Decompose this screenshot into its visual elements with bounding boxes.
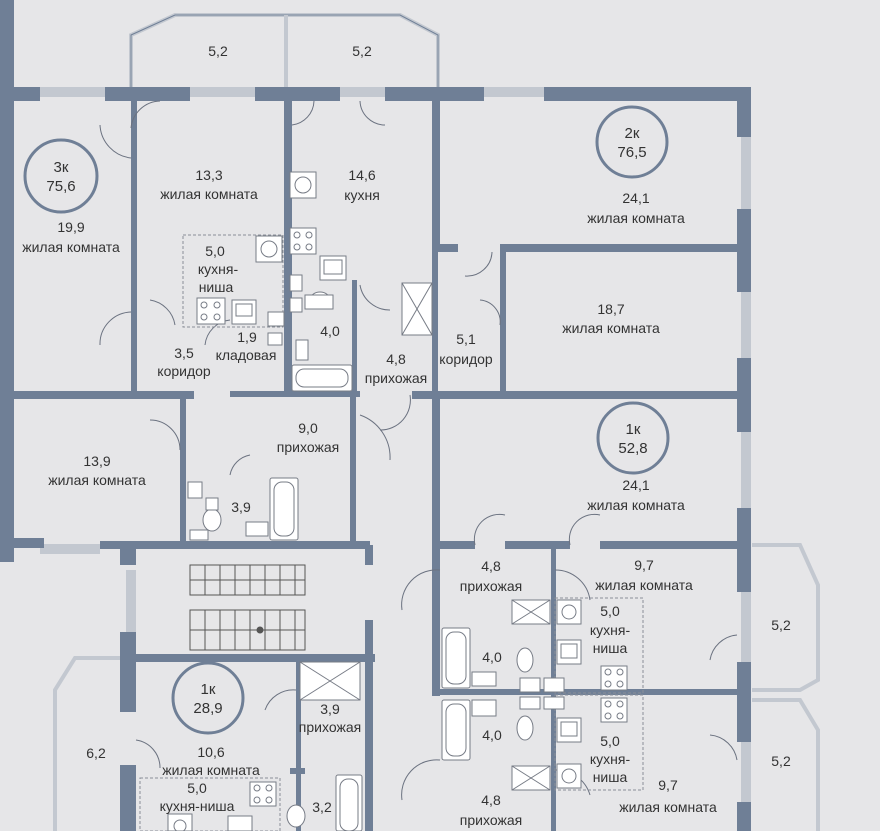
room-1k-living-small-name: жилая комната [595, 577, 693, 593]
badge-1k-bottom-area: 28,9 [193, 700, 222, 717]
balcony-right-area: 5,2 [352, 43, 372, 59]
room-3k-living-low-name: жилая комната [48, 472, 146, 488]
apartment-badge-1k-bottom: 1к 28,9 [171, 661, 245, 735]
room-2k-living-top-name: жилая комната [587, 210, 685, 226]
kitchen-niche-outlines [139, 234, 644, 831]
room-3k-corridor-name: коридор [157, 363, 211, 379]
room-kitchen-niche-low-name: кухня- [590, 751, 631, 767]
room-3k-storage-name: кладовая [216, 347, 277, 363]
room-3k-living-big-area: 19,9 [57, 219, 84, 235]
room-1k-kitchen-niche-name2: ниша [593, 640, 628, 656]
fixtures [167, 171, 628, 831]
balcony-right-mid-area: 5,2 [771, 617, 791, 633]
badge-2k-area: 76,5 [617, 144, 646, 161]
room-1k-bottom-hall-name: прихожая [299, 719, 361, 735]
balcony-right-low-area: 5,2 [771, 753, 791, 769]
room-2k-corridor-name: коридор [439, 351, 493, 367]
badge-3k-area: 75,6 [46, 178, 75, 195]
ventilation-shafts [299, 282, 551, 791]
room-1k-bottom-living-name: жилая комната [162, 762, 260, 778]
room-2k-bath-area: 4,0 [320, 323, 340, 339]
room-1k-hall-name: прихожая [460, 578, 522, 594]
apartment-badge-2k: 2к 76,5 [595, 105, 669, 179]
room-hall-low-area: 4,8 [481, 792, 501, 808]
room-3k-storage-area: 1,9 [237, 329, 257, 345]
room-1k-living-area: 24,1 [622, 477, 649, 493]
room-hall-low-name: прихожая [460, 812, 522, 828]
badge-1k-mid-area: 52,8 [618, 440, 647, 457]
room-2k-living-mid-area: 18,7 [597, 301, 624, 317]
room-1k-living-name: жилая комната [587, 497, 685, 513]
room-living-low-right-area: 9,7 [658, 777, 678, 793]
badge-1k-mid-type: 1к [626, 421, 641, 438]
room-living-low-right-name: жилая комната [619, 799, 717, 815]
room-3k-kitchen-niche-area: 5,0 [205, 243, 225, 259]
room-3k-hall-name: прихожая [277, 439, 339, 455]
windows [40, 87, 751, 802]
room-2k-corridor-area: 5,1 [456, 331, 476, 347]
room-1k-bottom-kitchen-niche-name: кухня-ниша [160, 798, 235, 814]
room-1k-bath-area: 4,0 [482, 649, 502, 665]
balcony-left-low-area: 6,2 [86, 745, 106, 761]
room-3k-kitchen-niche-name: кухня- [198, 261, 239, 277]
balconies-top [129, 13, 440, 88]
walls [0, 0, 751, 831]
balconies-side [53, 543, 820, 831]
badge-3k-type: 3к [54, 159, 69, 176]
room-3k-corridor-area: 3,5 [174, 345, 194, 361]
doors [99, 100, 738, 801]
room-1k-bottom-hall-area: 3,9 [320, 701, 340, 717]
room-3k-bath-area: 3,9 [231, 499, 251, 515]
room-3k-living-big-name: жилая комната [22, 239, 120, 255]
room-3k-living-low-area: 13,9 [83, 453, 110, 469]
room-2k-hall-area: 4,8 [386, 351, 406, 367]
room-2k-kitchen-area: 14,6 [348, 167, 375, 183]
balcony-left-area: 5,2 [208, 43, 228, 59]
room-labels: 5,2 5,2 19,9 жилая комната 13,3 жилая ко… [22, 43, 791, 828]
room-3k-living-mid-name: жилая комната [160, 186, 258, 202]
room-1k-kitchen-niche-area: 5,0 [600, 603, 620, 619]
room-kitchen-niche-low-area: 5,0 [600, 733, 620, 749]
room-1k-hall-area: 4,8 [481, 558, 501, 574]
room-2k-living-mid-name: жилая комната [562, 320, 660, 336]
room-1k-bottom-kitchen-niche-area: 5,0 [187, 780, 207, 796]
apartment-badge-3k: 3к 75,6 [23, 138, 99, 214]
room-kitchen-niche-low-name2: ниша [593, 769, 628, 785]
room-2k-living-top-area: 24,1 [622, 190, 649, 206]
apartment-badge-1k-mid: 1к 52,8 [596, 401, 670, 475]
room-bath-low-area: 4,0 [482, 727, 502, 743]
room-2k-hall-name: прихожая [365, 370, 427, 386]
room-1k-bottom-bath-area: 3,2 [312, 799, 332, 815]
room-1k-kitchen-niche-name: кухня- [590, 622, 631, 638]
room-2k-kitchen-name: кухня [344, 187, 380, 203]
badge-1k-bottom-type: 1к [201, 681, 216, 698]
room-3k-kitchen-niche-name2: ниша [199, 279, 234, 295]
badge-2k-type: 2к [625, 125, 640, 142]
staircase[interactable] [189, 564, 306, 651]
room-3k-living-mid-area: 13,3 [195, 167, 222, 183]
room-1k-bottom-living-area: 10,6 [197, 744, 224, 760]
room-1k-living-small-area: 9,7 [634, 557, 654, 573]
room-3k-hall-area: 9,0 [298, 420, 318, 436]
